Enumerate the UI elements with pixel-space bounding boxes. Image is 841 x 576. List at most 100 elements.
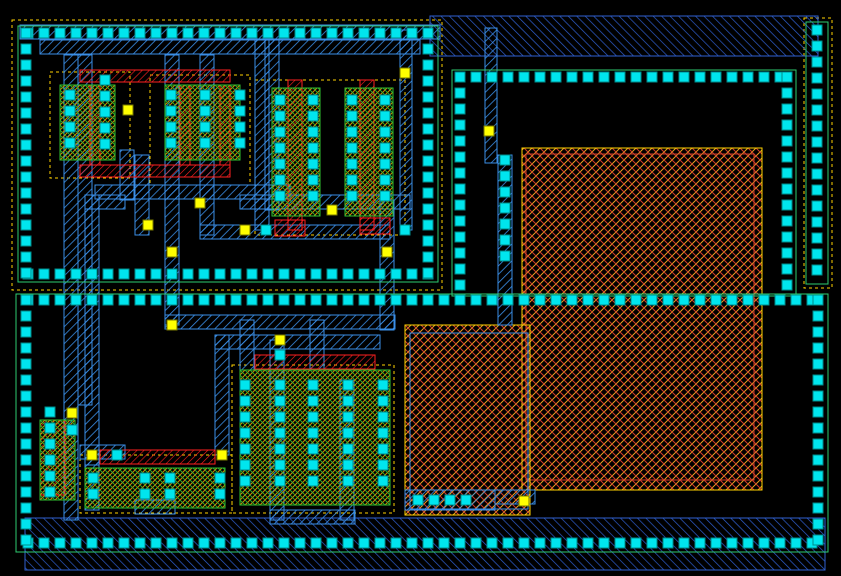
contact <box>758 294 770 306</box>
contact <box>20 534 32 546</box>
contact <box>274 190 286 202</box>
poly-gate <box>79 69 231 83</box>
contact <box>678 294 690 306</box>
contact <box>102 27 114 39</box>
contact <box>164 488 176 500</box>
contact <box>781 231 793 243</box>
contact <box>326 294 338 306</box>
contact <box>550 537 562 549</box>
contact <box>812 310 824 322</box>
contact <box>781 87 793 99</box>
contact <box>64 105 76 117</box>
contact <box>454 119 466 131</box>
contact <box>454 151 466 163</box>
contact <box>102 537 114 549</box>
contact <box>377 459 389 471</box>
contact <box>630 294 642 306</box>
contact <box>379 158 391 170</box>
contact <box>358 27 370 39</box>
contact <box>342 459 354 471</box>
contact <box>307 443 319 455</box>
contact <box>379 126 391 138</box>
contact <box>422 219 434 231</box>
contact <box>812 502 824 514</box>
contact <box>44 422 56 434</box>
contact <box>198 294 210 306</box>
contact <box>150 27 162 39</box>
contact <box>678 71 690 83</box>
contact <box>566 537 578 549</box>
contact <box>274 110 286 122</box>
contact <box>307 142 319 154</box>
contact <box>102 294 114 306</box>
contact <box>307 395 319 407</box>
contact <box>454 263 466 275</box>
contact <box>54 27 66 39</box>
contact <box>20 139 32 151</box>
contact <box>342 427 354 439</box>
contact <box>377 443 389 455</box>
contact <box>502 71 514 83</box>
contact <box>374 268 386 280</box>
contact <box>274 427 286 439</box>
contact <box>214 488 226 500</box>
contact <box>246 27 258 39</box>
contact <box>502 537 514 549</box>
contact <box>99 90 111 102</box>
contact <box>166 27 178 39</box>
contact <box>54 294 66 306</box>
contact <box>20 326 32 338</box>
contact <box>518 537 530 549</box>
via <box>274 334 286 346</box>
metal1-route <box>164 314 396 330</box>
contact <box>811 168 823 180</box>
contact <box>781 279 793 291</box>
contact <box>20 438 32 450</box>
contact <box>781 135 793 147</box>
contact <box>614 537 626 549</box>
contact <box>20 43 32 55</box>
contact <box>710 294 722 306</box>
contact <box>166 537 178 549</box>
contact <box>454 135 466 147</box>
contact <box>70 294 82 306</box>
contact <box>307 94 319 106</box>
contact <box>422 171 434 183</box>
contact <box>274 94 286 106</box>
contact <box>781 103 793 115</box>
contact <box>20 123 32 135</box>
contact <box>377 395 389 407</box>
contact <box>811 120 823 132</box>
contact <box>166 294 178 306</box>
contact <box>239 395 251 407</box>
contact <box>118 537 130 549</box>
metal1-route <box>39 39 421 55</box>
contact <box>342 411 354 423</box>
contact <box>346 110 358 122</box>
contact <box>20 107 32 119</box>
via <box>326 204 338 216</box>
contact <box>307 459 319 471</box>
contact <box>614 294 626 306</box>
contact <box>239 379 251 391</box>
contact <box>346 158 358 170</box>
contact <box>134 268 146 280</box>
contact <box>307 379 319 391</box>
contact <box>811 136 823 148</box>
contact <box>454 71 466 83</box>
contact <box>134 294 146 306</box>
contact <box>390 268 402 280</box>
contact <box>274 443 286 455</box>
contact <box>399 224 411 236</box>
contact <box>742 537 754 549</box>
contact <box>20 470 32 482</box>
contact <box>470 71 482 83</box>
contact <box>262 27 274 39</box>
poly-gate <box>254 354 376 370</box>
contact <box>260 224 272 236</box>
contact <box>774 294 786 306</box>
contact <box>811 40 823 52</box>
contact <box>358 294 370 306</box>
contact <box>566 71 578 83</box>
contact <box>379 94 391 106</box>
